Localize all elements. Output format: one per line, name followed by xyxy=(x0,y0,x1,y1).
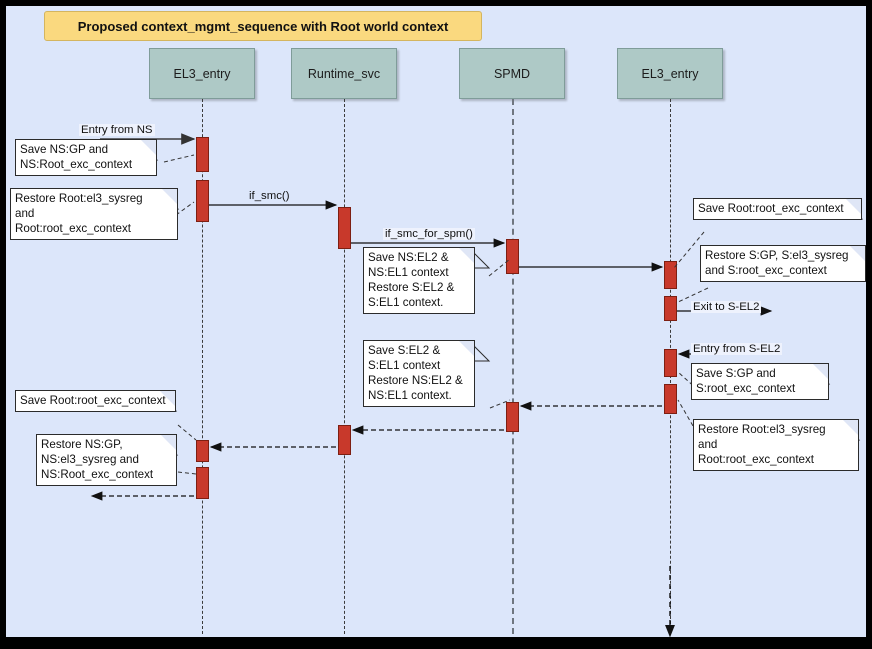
note-save-s-gp: Save S:GP and S:root_exc_context xyxy=(691,363,829,400)
participant-label: EL3_entry xyxy=(173,66,231,81)
activation-runtime-1 xyxy=(338,207,351,249)
note-restore-s-gp: Restore S:GP, S:el3_sysreg and S:root_ex… xyxy=(700,245,866,282)
sequence-diagram-canvas: Proposed context_mgmt_sequence with Root… xyxy=(6,6,866,637)
activation-el3-left-2 xyxy=(196,180,209,222)
participant-el3-entry-left[interactable]: EL3_entry xyxy=(149,48,255,99)
activation-el3-left-3 xyxy=(196,440,209,462)
activation-runtime-2 xyxy=(338,425,351,455)
activation-spmd-1 xyxy=(506,239,519,274)
page-title: Proposed context_mgmt_sequence with Root… xyxy=(77,18,449,34)
participant-label: EL3_entry xyxy=(641,66,699,81)
message-label-if-smc: if_smc() xyxy=(249,190,290,202)
note-save-root-exc-context-left: Save Root:root_exc_context xyxy=(15,390,176,412)
activation-el3-left-4 xyxy=(196,467,209,499)
activation-el3-right-1 xyxy=(664,261,677,289)
note-save-root-exc-context-right: Save Root:root_exc_context xyxy=(693,198,862,220)
activation-spmd-2 xyxy=(506,402,519,432)
note-save-ns-gp: Save NS:GP and NS:Root_exc_context xyxy=(15,139,157,176)
participant-runtime-svc[interactable]: Runtime_svc xyxy=(291,48,397,99)
lifeline-runtime-svc xyxy=(344,99,345,634)
activation-el3-right-4 xyxy=(664,384,677,414)
message-label-entry-from-ns: Entry from NS xyxy=(79,124,155,136)
message-label-exit-to-s-el2: Exit to S-EL2 xyxy=(691,301,762,313)
activation-el3-right-3 xyxy=(664,349,677,377)
note-restore-root-el3-sysreg: Restore Root:el3_sysreg and Root:root_ex… xyxy=(10,188,178,240)
message-label-if-smc-for-spm: if_smc_for_spm() xyxy=(383,228,475,240)
diagram-title-banner: Proposed context_mgmt_sequence with Root… xyxy=(44,11,482,41)
participant-label: SPMD xyxy=(493,66,531,81)
note-save-s-el2-restore-ns-el2: Save S:EL2 & S:EL1 context Restore NS:EL… xyxy=(363,340,475,407)
lifeline-el3-entry-left xyxy=(202,99,203,634)
note-save-ns-el2-restore-s-el2: Save NS:EL2 & NS:EL1 context Restore S:E… xyxy=(363,247,475,314)
participant-spmd[interactable]: SPMD xyxy=(459,48,565,99)
message-label-entry-from-s-el2: Entry from S-EL2 xyxy=(691,343,783,355)
message-arrows-layer xyxy=(90,133,866,637)
participant-label: Runtime_svc xyxy=(307,66,381,81)
activation-el3-right-2 xyxy=(664,296,677,321)
participant-el3-entry-right[interactable]: EL3_entry xyxy=(617,48,723,99)
note-restore-ns-gp: Restore NS:GP, NS:el3_sysreg and NS:Root… xyxy=(36,434,177,486)
lifeline-spmd xyxy=(512,99,514,634)
note-restore-root-el3-sysreg-right: Restore Root:el3_sysreg and Root:root_ex… xyxy=(693,419,859,471)
activation-el3-left-1 xyxy=(196,137,209,172)
